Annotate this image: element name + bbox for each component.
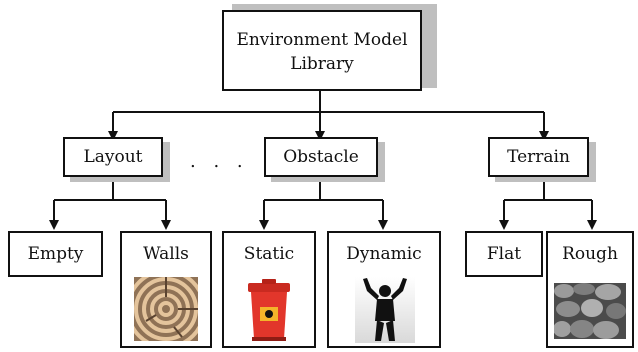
hazard-bin-image [238,277,300,343]
root-node: Environment Model Library [222,4,437,94]
empty-label: Empty [27,244,84,264]
maze-walls-image [134,277,198,341]
terrain-box [488,137,589,177]
rough-label: Rough [562,244,618,264]
rocks-terrain-image [554,283,626,339]
obstacle-label: Obstacle [283,147,359,167]
walls-label: Walls [143,244,189,264]
layout-node: Layout [63,137,173,182]
dynamic-label: Dynamic [346,244,422,264]
root-box [222,10,422,91]
terrain-label: Terrain [507,147,570,167]
empty-node: Empty [8,231,108,279]
static-node: Static [222,231,320,349]
static-label: Static [243,244,295,264]
flat-label: Flat [486,244,522,264]
root-title-line1: Environment Model [236,30,408,50]
obstacle-node: Obstacle [264,137,389,182]
walls-node: Walls [120,231,215,349]
dynamic-node: Dynamic [327,231,445,349]
ellipsis-more-categories: . . . [190,151,249,172]
terrain-node: Terrain [488,137,598,182]
root-title-line2: Library [290,54,354,74]
empty-box [8,231,103,277]
person-silhouette-image [355,277,415,343]
rough-node: Rough [546,231,636,349]
layout-label: Layout [83,147,143,167]
flat-node: Flat [465,231,547,279]
flat-box [465,231,543,277]
